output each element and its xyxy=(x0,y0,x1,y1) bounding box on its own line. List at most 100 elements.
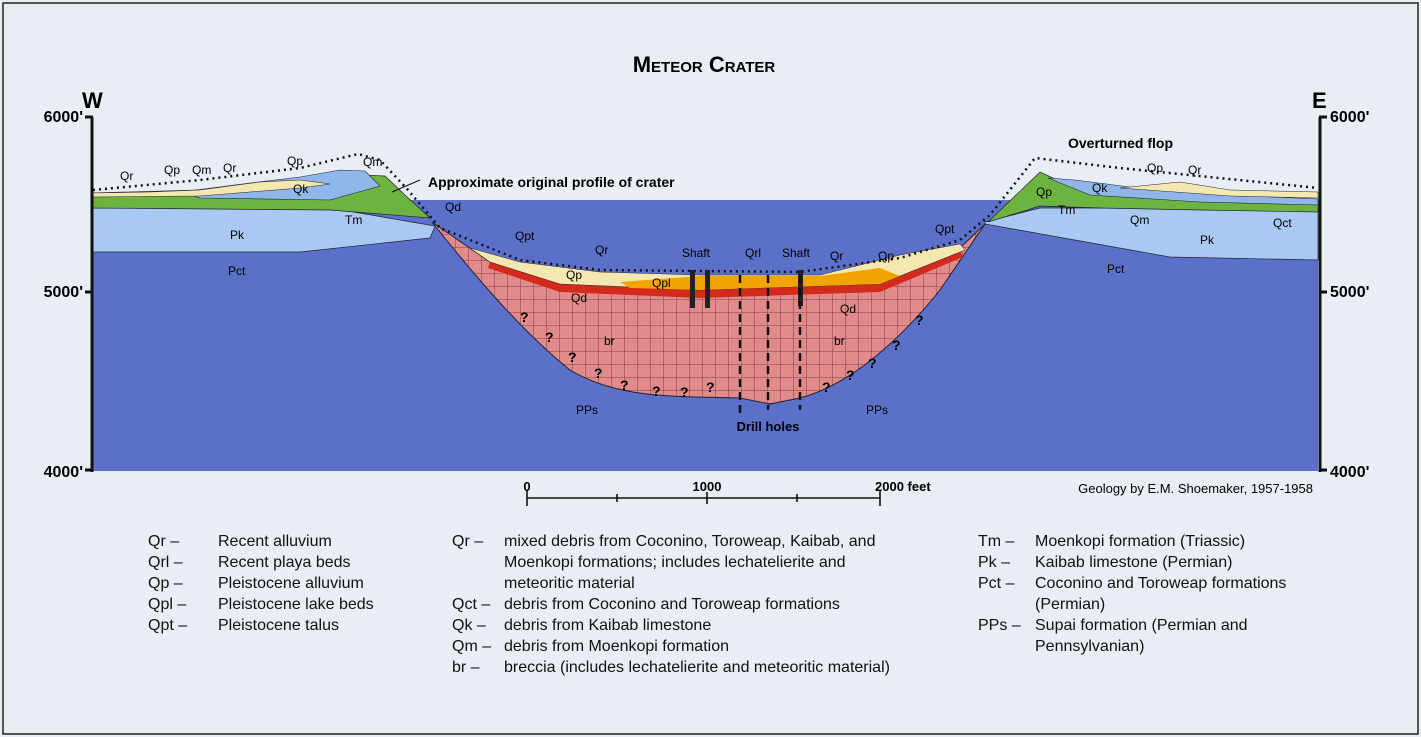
question-mark: ? xyxy=(594,365,603,381)
credit-text: Geology by E.M. Shoemaker, 1957-1958 xyxy=(1078,481,1313,496)
unit-label: Qp xyxy=(164,163,180,177)
unit-label: Qd xyxy=(840,302,856,316)
legend-item: Qct – debris from Coconino and Toroweap f… xyxy=(452,594,892,615)
legend-code: Qm – xyxy=(452,638,492,655)
callout-original-profile: Approximate original profile of crater xyxy=(428,174,675,190)
elevation-axis-left xyxy=(85,115,94,472)
legend-item: Qr – Recent alluvium xyxy=(148,531,448,552)
question-mark: ? xyxy=(868,355,877,371)
legend-item: br – breccia (includes lechatelierite and… xyxy=(452,657,892,678)
legend-desc: Kaibab limestone (Permian) xyxy=(1035,554,1233,571)
legend-code: PPs – xyxy=(978,617,1021,634)
layer-qp-east xyxy=(1119,181,1319,199)
unit-label: Qm xyxy=(192,163,211,177)
scale-label-0: 0 xyxy=(523,479,530,494)
unit-label: Qk xyxy=(293,182,309,196)
question-mark: ? xyxy=(892,337,901,353)
legend-code: Qpt – xyxy=(148,617,188,634)
left-tick-5000: 5000' xyxy=(44,284,83,301)
question-mark: ? xyxy=(846,367,855,383)
unit-label: Qm xyxy=(363,155,382,169)
legend-code: Qr – xyxy=(148,533,180,550)
question-mark: ? xyxy=(822,379,831,395)
question-mark: ? xyxy=(568,349,577,365)
legend-desc: Coconino and Toroweap formations (Permia… xyxy=(1035,575,1287,613)
layer-qp-west xyxy=(92,179,331,198)
west-label: W xyxy=(82,88,103,113)
legend-item: Tm – Moenkopi formation (Triassic) xyxy=(978,531,1308,552)
legend-code: Qp – xyxy=(148,575,183,592)
legend-item: Pct – Coconino and Toroweap formations (P… xyxy=(978,573,1308,615)
unit-label: Qrl xyxy=(745,246,761,260)
unit-label: Pk xyxy=(230,228,245,242)
unit-label: Qk xyxy=(1092,181,1108,195)
legend-desc: debris from Kaibab limestone xyxy=(504,617,712,634)
legend-desc: debris from Moenkopi formation xyxy=(504,638,729,655)
legend-item: Qk – debris from Kaibab limestone xyxy=(452,615,892,636)
legend-item: Qm – debris from Moenkopi formation xyxy=(452,636,892,657)
unit-label: Qp xyxy=(878,249,894,263)
east-label: E xyxy=(1312,88,1327,113)
unit-label: Pct xyxy=(1107,262,1125,276)
legend-item: Qpt – Pleistocene talus xyxy=(148,615,448,636)
question-mark: ? xyxy=(915,312,924,328)
question-mark: ? xyxy=(545,329,554,345)
legend-code: Qct – xyxy=(452,596,491,613)
legend-desc: Pleistocene alluvium xyxy=(218,575,364,592)
right-tick-4000: 4000' xyxy=(1330,464,1369,481)
scale-label-1000: 1000 xyxy=(693,479,722,494)
legend-desc: Moenkopi formation (Triassic) xyxy=(1035,533,1246,550)
legend-column-3: Tm – Moenkopi formation (Triassic) Pk – Ka… xyxy=(978,531,1308,657)
legend-code: br – xyxy=(452,659,480,676)
unit-label: br xyxy=(604,334,615,348)
question-marks: ????????????? xyxy=(520,309,924,400)
unit-label: Qp xyxy=(287,154,303,168)
shaft-marker-1 xyxy=(690,270,695,308)
elevation-axis-right xyxy=(1318,115,1327,472)
question-mark: ? xyxy=(680,384,689,400)
legend-code: Qr – xyxy=(452,533,484,550)
unit-label: Qpt xyxy=(515,229,535,243)
unit-label: Qpt xyxy=(935,222,955,236)
legend-desc: breccia (includes lechatelierite and met… xyxy=(504,659,890,676)
unit-label: br xyxy=(834,334,845,348)
right-tick-5000: 5000' xyxy=(1330,284,1369,301)
legend-item: Pk – Kaibab limestone (Permian) xyxy=(978,552,1308,573)
layer-breccia xyxy=(431,221,986,405)
left-tick-6000: 6000' xyxy=(44,109,83,126)
legend-item: Qp – Pleistocene alluvium xyxy=(148,573,448,594)
unit-label: Qd xyxy=(445,200,461,214)
legend-item: PPs –Supai formation (Permian and Pennsy… xyxy=(978,615,1308,657)
callout-overturned-flop: Overturned flop xyxy=(1068,135,1173,151)
unit-label: Qr xyxy=(1188,163,1201,177)
legend-column-2: Qr –mixed debris from Coconino, Toroweap… xyxy=(452,531,892,678)
legend-column-1: Qr –Recent alluvium Qrl –Recent playa be… xyxy=(148,531,448,636)
unit-label: Shaft xyxy=(682,246,711,260)
unit-label: Qct xyxy=(1273,216,1292,230)
legend-code: Qk – xyxy=(452,617,486,634)
legend-item: Qr –mixed debris from Coconino, Toroweap… xyxy=(452,531,892,594)
unit-label: Qp xyxy=(566,268,582,282)
page-title: Meteor Crater xyxy=(633,52,776,77)
legend-code: Pk – xyxy=(978,554,1011,571)
legend-code: Tm – xyxy=(978,533,1015,550)
legend-desc: Pleistocene talus xyxy=(218,617,339,634)
unit-label: Tm xyxy=(1058,203,1075,217)
legend-code: Pct – xyxy=(978,575,1015,592)
unit-label: Qd xyxy=(571,291,587,305)
unit-label: PPs xyxy=(576,403,598,417)
scale-bar xyxy=(526,490,881,506)
legend-desc: Pleistocene lake beds xyxy=(218,596,374,613)
unit-label: Qp xyxy=(1147,161,1163,175)
unit-label: Qr xyxy=(595,243,608,257)
legend-desc: Recent alluvium xyxy=(218,533,332,550)
unit-label: Qp xyxy=(1036,185,1052,199)
unit-label: Tm xyxy=(345,213,362,227)
legend-desc: debris from Coconino and Toroweap format… xyxy=(504,596,840,613)
unit-label: Qr xyxy=(223,161,236,175)
scale-label-2000: 2000 feet xyxy=(875,479,931,494)
callout-drill-holes: Drill holes xyxy=(737,419,800,434)
unit-label: Pct xyxy=(228,264,246,278)
